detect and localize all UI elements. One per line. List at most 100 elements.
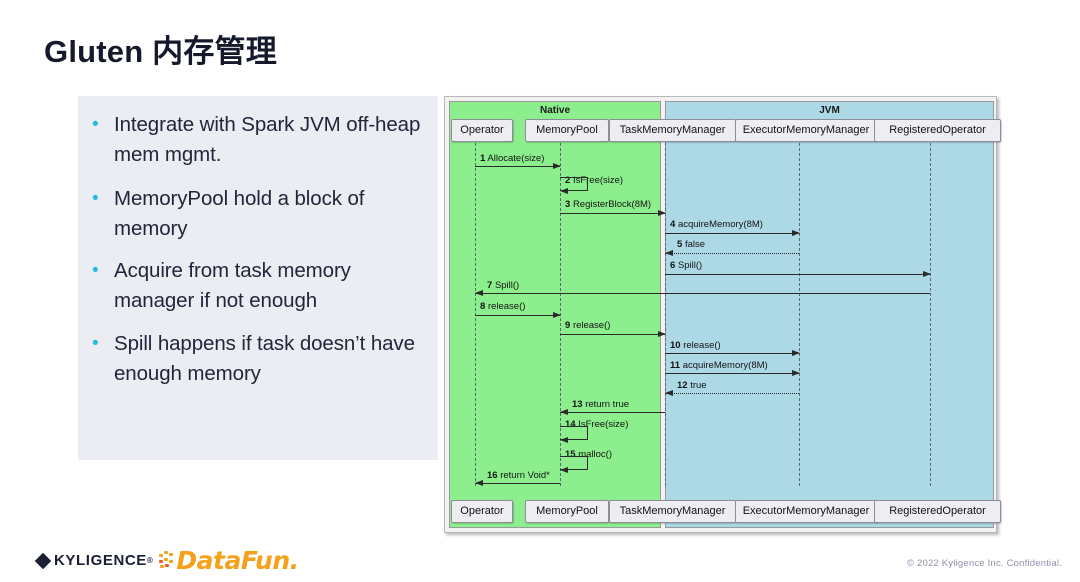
group-title-native: Native	[539, 105, 570, 116]
participant-registeredoperator-top[interactable]: RegisteredOperator	[874, 119, 1001, 142]
message-text-11: acquireMemory(8M)	[682, 360, 768, 371]
message-label-6: 6 Spill()	[670, 260, 702, 271]
list-item: • Spill happens if task doesn’t have eno…	[92, 329, 432, 389]
bullet-text: Spill happens if task doesn’t have enoug…	[114, 332, 415, 385]
lifeline-taskmemorymanager	[665, 143, 666, 486]
bullet-dot-icon: •	[92, 260, 99, 281]
page-title: Gluten 内存管理	[44, 34, 277, 69]
message-line-8	[475, 315, 560, 316]
arrow-head-left-7	[475, 289, 483, 296]
message-num-6: 6	[670, 260, 676, 271]
participant-memorypool-top[interactable]: MemoryPool	[525, 119, 609, 142]
participant-memorypool-bottom[interactable]: MemoryPool	[525, 500, 609, 523]
message-text-8: release()	[487, 301, 526, 312]
message-text-7: Spill()	[494, 280, 520, 291]
message-line-13	[560, 412, 665, 413]
arrow-head-left-2	[560, 187, 568, 194]
participant-taskmemorymanager-bottom[interactable]: TaskMemoryManager	[609, 500, 736, 523]
registered-trademark-icon: ®	[146, 556, 154, 565]
message-line-11	[665, 373, 799, 374]
message-line-5	[665, 253, 799, 254]
message-text-4: acquireMemory(8M)	[677, 219, 763, 230]
message-num-2: 2	[565, 175, 571, 186]
participant-operator-top[interactable]: Operator	[451, 119, 513, 142]
bullet-text: Acquire from task memory manager if not …	[114, 259, 351, 312]
sequence-diagram: Native JVM Operator MemoryPool TaskMemor…	[444, 96, 1001, 533]
datafun-logo: DataFun.	[159, 546, 299, 575]
participant-executormemorymanager-top[interactable]: ExecutorMemoryManager	[735, 119, 877, 142]
bullet-panel: • Integrate with Spark JVM off-heap mem …	[78, 96, 438, 460]
message-label-11: 11 acquireMemory(8M)	[670, 360, 768, 371]
message-line-10	[665, 353, 799, 354]
group-title-jvm: JVM	[819, 105, 840, 116]
kyligence-wordmark: KYLIGENCE	[54, 552, 147, 569]
kyligence-diamond-icon	[34, 552, 52, 569]
message-text-6: Spill()	[677, 260, 703, 271]
message-line-1	[475, 166, 560, 167]
message-text-15: malloc()	[578, 449, 612, 460]
message-label-10: 10 release()	[670, 340, 721, 351]
message-text-14: IsFree(size)	[578, 419, 629, 430]
message-num-5: 5	[677, 239, 683, 250]
message-num-4: 4	[670, 219, 676, 230]
message-label-4: 4 acquireMemory(8M)	[670, 219, 763, 230]
message-line-7	[475, 293, 930, 294]
message-label-15: 15 malloc()	[565, 449, 612, 460]
message-text-9: release()	[572, 320, 611, 331]
message-line-3	[560, 213, 665, 214]
message-label-5: 5 false	[677, 239, 705, 250]
message-label-9: 9 release()	[565, 320, 610, 331]
message-label-13: 13 return true	[572, 399, 629, 410]
message-text-5: false	[684, 239, 706, 250]
arrow-head-right-8	[553, 311, 561, 318]
participant-operator-bottom[interactable]: Operator	[451, 500, 513, 523]
self-call-loop-14	[560, 426, 588, 440]
message-num-12: 12	[677, 380, 688, 391]
list-item: • Acquire from task memory manager if no…	[92, 256, 432, 316]
message-text-1: Allocate(size)	[487, 153, 545, 164]
message-line-6	[665, 274, 930, 275]
message-num-15: 15	[565, 449, 576, 460]
datafun-wordmark: DataFun.	[176, 546, 299, 575]
kyligence-logo: KYLIGENCE®	[34, 552, 154, 569]
participant-executormemorymanager-bottom[interactable]: ExecutorMemoryManager	[735, 500, 877, 523]
message-line-12	[665, 393, 799, 394]
datafun-dots-icon	[159, 550, 175, 571]
message-line-16	[475, 483, 560, 484]
arrow-head-right-11	[792, 369, 800, 376]
arrow-head-left-12	[665, 389, 673, 396]
list-item: • Integrate with Spark JVM off-heap mem …	[92, 110, 432, 170]
lifeline-registeredoperator	[930, 143, 931, 486]
group-jvm: JVM	[665, 101, 994, 528]
message-num-16: 16	[487, 470, 498, 481]
message-label-14: 14 IsFree(size)	[565, 419, 628, 430]
message-text-3: RegisterBlock(8M)	[572, 199, 652, 210]
arrow-head-left-13	[560, 408, 568, 415]
arrow-head-right-10	[792, 349, 800, 356]
participant-registeredoperator-bottom[interactable]: RegisteredOperator	[874, 500, 1001, 523]
message-label-7: 7 Spill()	[487, 280, 519, 291]
message-label-3: 3 RegisterBlock(8M)	[565, 199, 651, 210]
copyright-text: © 2022 Kyligence Inc. Confidential.	[906, 558, 1062, 569]
arrow-head-right-9	[658, 330, 666, 337]
message-text-16: return Void*	[500, 470, 550, 481]
message-num-10: 10	[670, 340, 681, 351]
arrow-head-left-14	[560, 436, 568, 443]
message-label-12: 12 true	[677, 380, 707, 391]
arrow-head-right-6	[923, 270, 931, 277]
message-line-4	[665, 233, 799, 234]
arrow-head-right-1	[553, 162, 561, 169]
self-call-loop-2	[560, 177, 588, 191]
message-num-14: 14	[565, 419, 576, 430]
message-text-13: return true	[585, 399, 630, 410]
bullet-dot-icon: •	[92, 188, 99, 209]
message-num-1: 1	[480, 153, 486, 164]
arrow-head-left-16	[475, 479, 483, 486]
list-item: • MemoryPool hold a block of memory	[92, 184, 432, 244]
participant-taskmemorymanager-top[interactable]: TaskMemoryManager	[609, 119, 736, 142]
lifeline-executormemorymanager	[799, 143, 800, 486]
arrow-head-right-4	[792, 229, 800, 236]
message-num-9: 9	[565, 320, 571, 331]
bullet-text: MemoryPool hold a block of memory	[114, 187, 365, 240]
message-num-11: 11	[670, 360, 681, 371]
